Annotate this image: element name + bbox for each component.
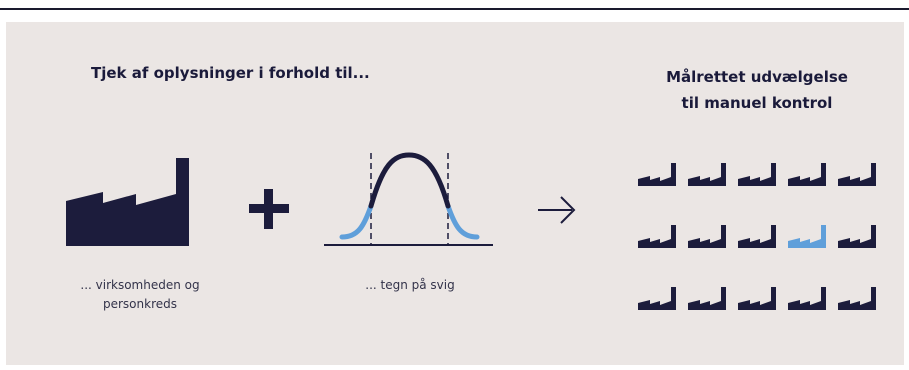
small-factory-icon <box>688 287 726 310</box>
left-heading: Tjek af oplysninger i forhold til... <box>91 64 370 82</box>
small-factory-icon <box>788 287 826 310</box>
small-factory-icon <box>738 163 776 186</box>
factory-grid-icon <box>638 163 876 310</box>
small-factory-icon <box>838 225 876 248</box>
small-factory-icon <box>638 287 676 310</box>
right-heading: Målrettet udvælgelse til manuel kontrol <box>622 64 892 116</box>
signs-caption-line1: ... tegn på svig <box>365 278 455 292</box>
company-caption-line1: ... virksomheden og <box>80 278 200 292</box>
right-heading-line1: Målrettet udvælgelse <box>666 68 848 86</box>
plus-icon <box>249 189 289 229</box>
small-factory-icon <box>788 163 826 186</box>
bell-curve-icon <box>324 152 493 246</box>
small-factory-icon <box>638 163 676 186</box>
small-factory-icon <box>838 287 876 310</box>
top-divider <box>0 8 909 10</box>
highlighted-factory-icon <box>788 225 826 248</box>
small-factory-icon <box>838 163 876 186</box>
arrow-right-icon <box>538 196 576 224</box>
small-factory-icon <box>638 225 676 248</box>
small-factory-icon <box>738 287 776 310</box>
factory-icon <box>66 158 189 246</box>
small-factory-icon <box>688 163 726 186</box>
small-factory-icon <box>738 225 776 248</box>
company-caption: ... virksomheden og personkreds <box>50 276 230 314</box>
small-factory-icon <box>688 225 726 248</box>
right-heading-line2: til manuel kontrol <box>681 94 833 112</box>
signs-caption: ... tegn på svig <box>330 276 490 295</box>
company-caption-line2: personkreds <box>102 297 177 311</box>
